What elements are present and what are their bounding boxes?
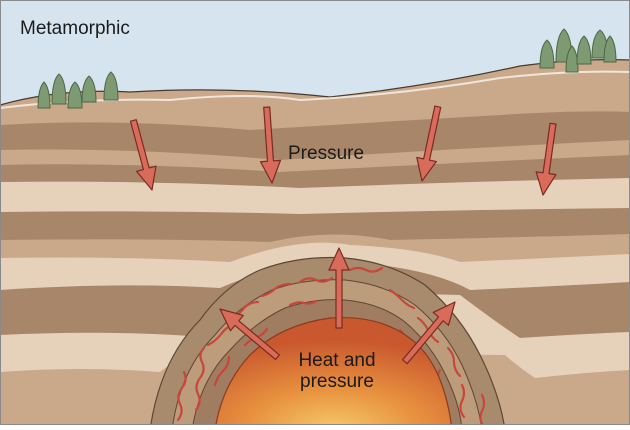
heat-squiggle <box>288 299 318 307</box>
heat-arrow-icon <box>328 247 350 329</box>
heat-squiggle <box>260 282 292 298</box>
heat-squiggle <box>176 370 187 422</box>
heat-squiggle <box>213 355 231 387</box>
pressure-arrow-icon <box>259 106 282 184</box>
tree-icon <box>81 75 97 103</box>
heat-squiggle <box>348 266 384 273</box>
pressure-arrow-icon <box>535 122 557 196</box>
tree-icon <box>51 73 67 105</box>
heat-squiggle <box>479 393 486 425</box>
magma-intrusion <box>215 316 452 425</box>
heat-squiggle <box>459 383 466 419</box>
heat-squiggle <box>194 346 206 412</box>
tree-icon <box>603 35 617 63</box>
heat-arrow-icon <box>219 308 280 361</box>
diagram-title: Metamorphic <box>20 18 130 39</box>
tree-icon <box>539 39 555 69</box>
pressure-arrow-icon <box>129 119 157 191</box>
heat-label-line-2: pressure <box>300 371 374 392</box>
tree-icon <box>565 45 579 73</box>
heat-squiggle <box>298 276 334 284</box>
heat-squiggle <box>446 346 462 378</box>
pressure-arrow-icon <box>416 105 442 182</box>
heat-arrow-icon <box>401 301 456 365</box>
heat-squiggle <box>388 288 416 310</box>
heat-and-pressure-label: Heat and pressure <box>282 350 392 392</box>
tree-icon <box>103 71 119 101</box>
heat-label-line-1: Heat and <box>298 350 376 371</box>
tree-icon <box>37 81 51 109</box>
tree-icon <box>576 35 592 65</box>
pressure-label: Pressure <box>288 143 365 164</box>
